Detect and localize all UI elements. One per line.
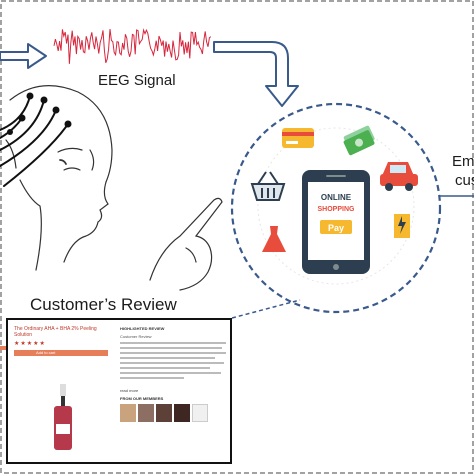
- add-to-cart-button: Add to cart: [14, 350, 108, 356]
- serum-bottle-icon: [54, 384, 72, 450]
- review-pointer-bar: [0, 346, 6, 350]
- eeg-signal-waveform: [53, 28, 212, 64]
- member-photo: [138, 404, 154, 422]
- read-more-link: read more: [120, 388, 139, 393]
- phone-screen-line2: SHOPPING: [318, 206, 356, 213]
- customers-review-label: Customer’s Review: [30, 295, 177, 314]
- add-to-cart-label: Add to cart: [36, 350, 56, 355]
- review-screenshot: The Ordinary AHA + BHA 2% Peeling Soluti…: [6, 318, 232, 464]
- member-photo: [174, 404, 190, 422]
- smartphone-icon: [302, 170, 370, 274]
- dress-icon: [262, 226, 286, 252]
- review-connector: [231, 299, 301, 319]
- review-heading: HIGHLIGHTED REVIEW: [120, 326, 165, 331]
- reviewer-name: Customer Review: [120, 334, 152, 339]
- car-icon: [380, 162, 418, 191]
- member-photo: [192, 404, 208, 422]
- inner-orbit: [257, 127, 415, 285]
- member-photo: [120, 404, 136, 422]
- review-text-lines: [120, 342, 226, 382]
- member-photo: [156, 404, 172, 422]
- arrow-to-shopping: [213, 41, 299, 107]
- brain-sensor-head-icon: [0, 85, 223, 291]
- product-title: The Ordinary AHA + BHA 2% Peeling Soluti…: [14, 326, 97, 338]
- eeg-signal-label: EEG Signal: [98, 72, 176, 89]
- rating-stars-icon: ★★★★★: [14, 341, 46, 347]
- pay-button: Pay: [328, 223, 344, 233]
- arrow-to-eeg: [0, 43, 47, 69]
- right-label-line1: Em: [452, 153, 474, 170]
- shopping-basket-icon: [250, 171, 286, 201]
- electrode-dots: [7, 92, 72, 135]
- photos-heading: FROM OUR MEMBERS: [120, 396, 164, 401]
- credit-card-icon: [282, 128, 314, 148]
- cash-icon: [343, 125, 375, 156]
- right-label-line2: cus: [455, 172, 474, 189]
- phone-screen-line1: ONLINE: [321, 193, 352, 202]
- lipstick-icon: [394, 214, 410, 238]
